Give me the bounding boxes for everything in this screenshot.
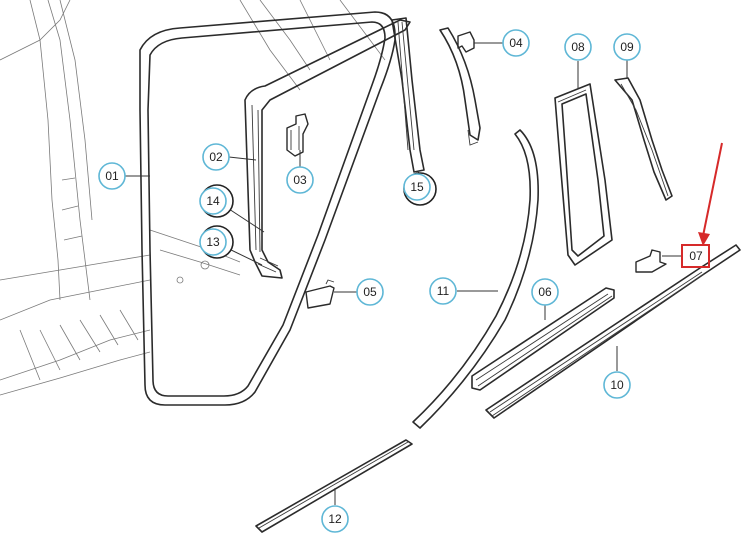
part-04-clip [457, 31, 475, 53]
part-01-door-seal [139, 11, 396, 406]
part-04-track [439, 27, 481, 146]
callout-05: 05 [356, 278, 384, 306]
callout-label-14: 14 [206, 194, 220, 208]
callout-11: 11 [429, 277, 457, 305]
callout-label-08: 08 [571, 40, 585, 54]
part-08-quarter-glass [554, 83, 613, 266]
callout-08: 08 [564, 33, 592, 61]
part-02-window-channel [244, 19, 411, 279]
part-11-weatherstrip [412, 129, 539, 429]
part-05-clip [305, 279, 335, 309]
callout-label-05: 05 [363, 285, 377, 299]
highlight-arrow [681, 142, 723, 268]
callout-07: 07 [689, 249, 703, 263]
callout-02: 02 [202, 143, 230, 171]
callout-03: 03 [286, 166, 314, 194]
part-03-bracket [286, 113, 309, 157]
callout-label-10: 10 [610, 378, 624, 392]
callout-label-04: 04 [509, 36, 523, 50]
callout-15: 15 [403, 172, 437, 206]
part-15-strip [391, 17, 425, 173]
part-06-belt-molding [471, 287, 615, 391]
callout-12: 12 [321, 505, 349, 533]
part-12-sill-strip [255, 439, 413, 533]
callout-label-02: 02 [209, 150, 223, 164]
callout-label-03: 03 [293, 173, 307, 187]
callout-label-13: 13 [206, 235, 220, 249]
callout-label-12: 12 [328, 512, 342, 526]
callout-label-09: 09 [620, 40, 634, 54]
body-pillar [0, 0, 386, 396]
callout-label-15: 15 [410, 180, 424, 194]
callout-14: 14 [199, 184, 234, 218]
part-09-trim [614, 77, 673, 201]
leader-lines [125, 42, 683, 505]
callout-label-01: 01 [105, 169, 119, 183]
callout-04: 04 [502, 29, 530, 57]
callout-label-11: 11 [437, 284, 450, 298]
callout-10: 10 [603, 371, 631, 399]
callout-01: 01 [98, 162, 126, 190]
callout-label-07: 07 [689, 249, 703, 263]
part-07-clip [635, 249, 667, 273]
callout-06: 06 [531, 278, 559, 306]
callout-13: 13 [199, 225, 234, 259]
callout-09: 09 [613, 33, 641, 61]
callout-label-06: 06 [538, 285, 552, 299]
